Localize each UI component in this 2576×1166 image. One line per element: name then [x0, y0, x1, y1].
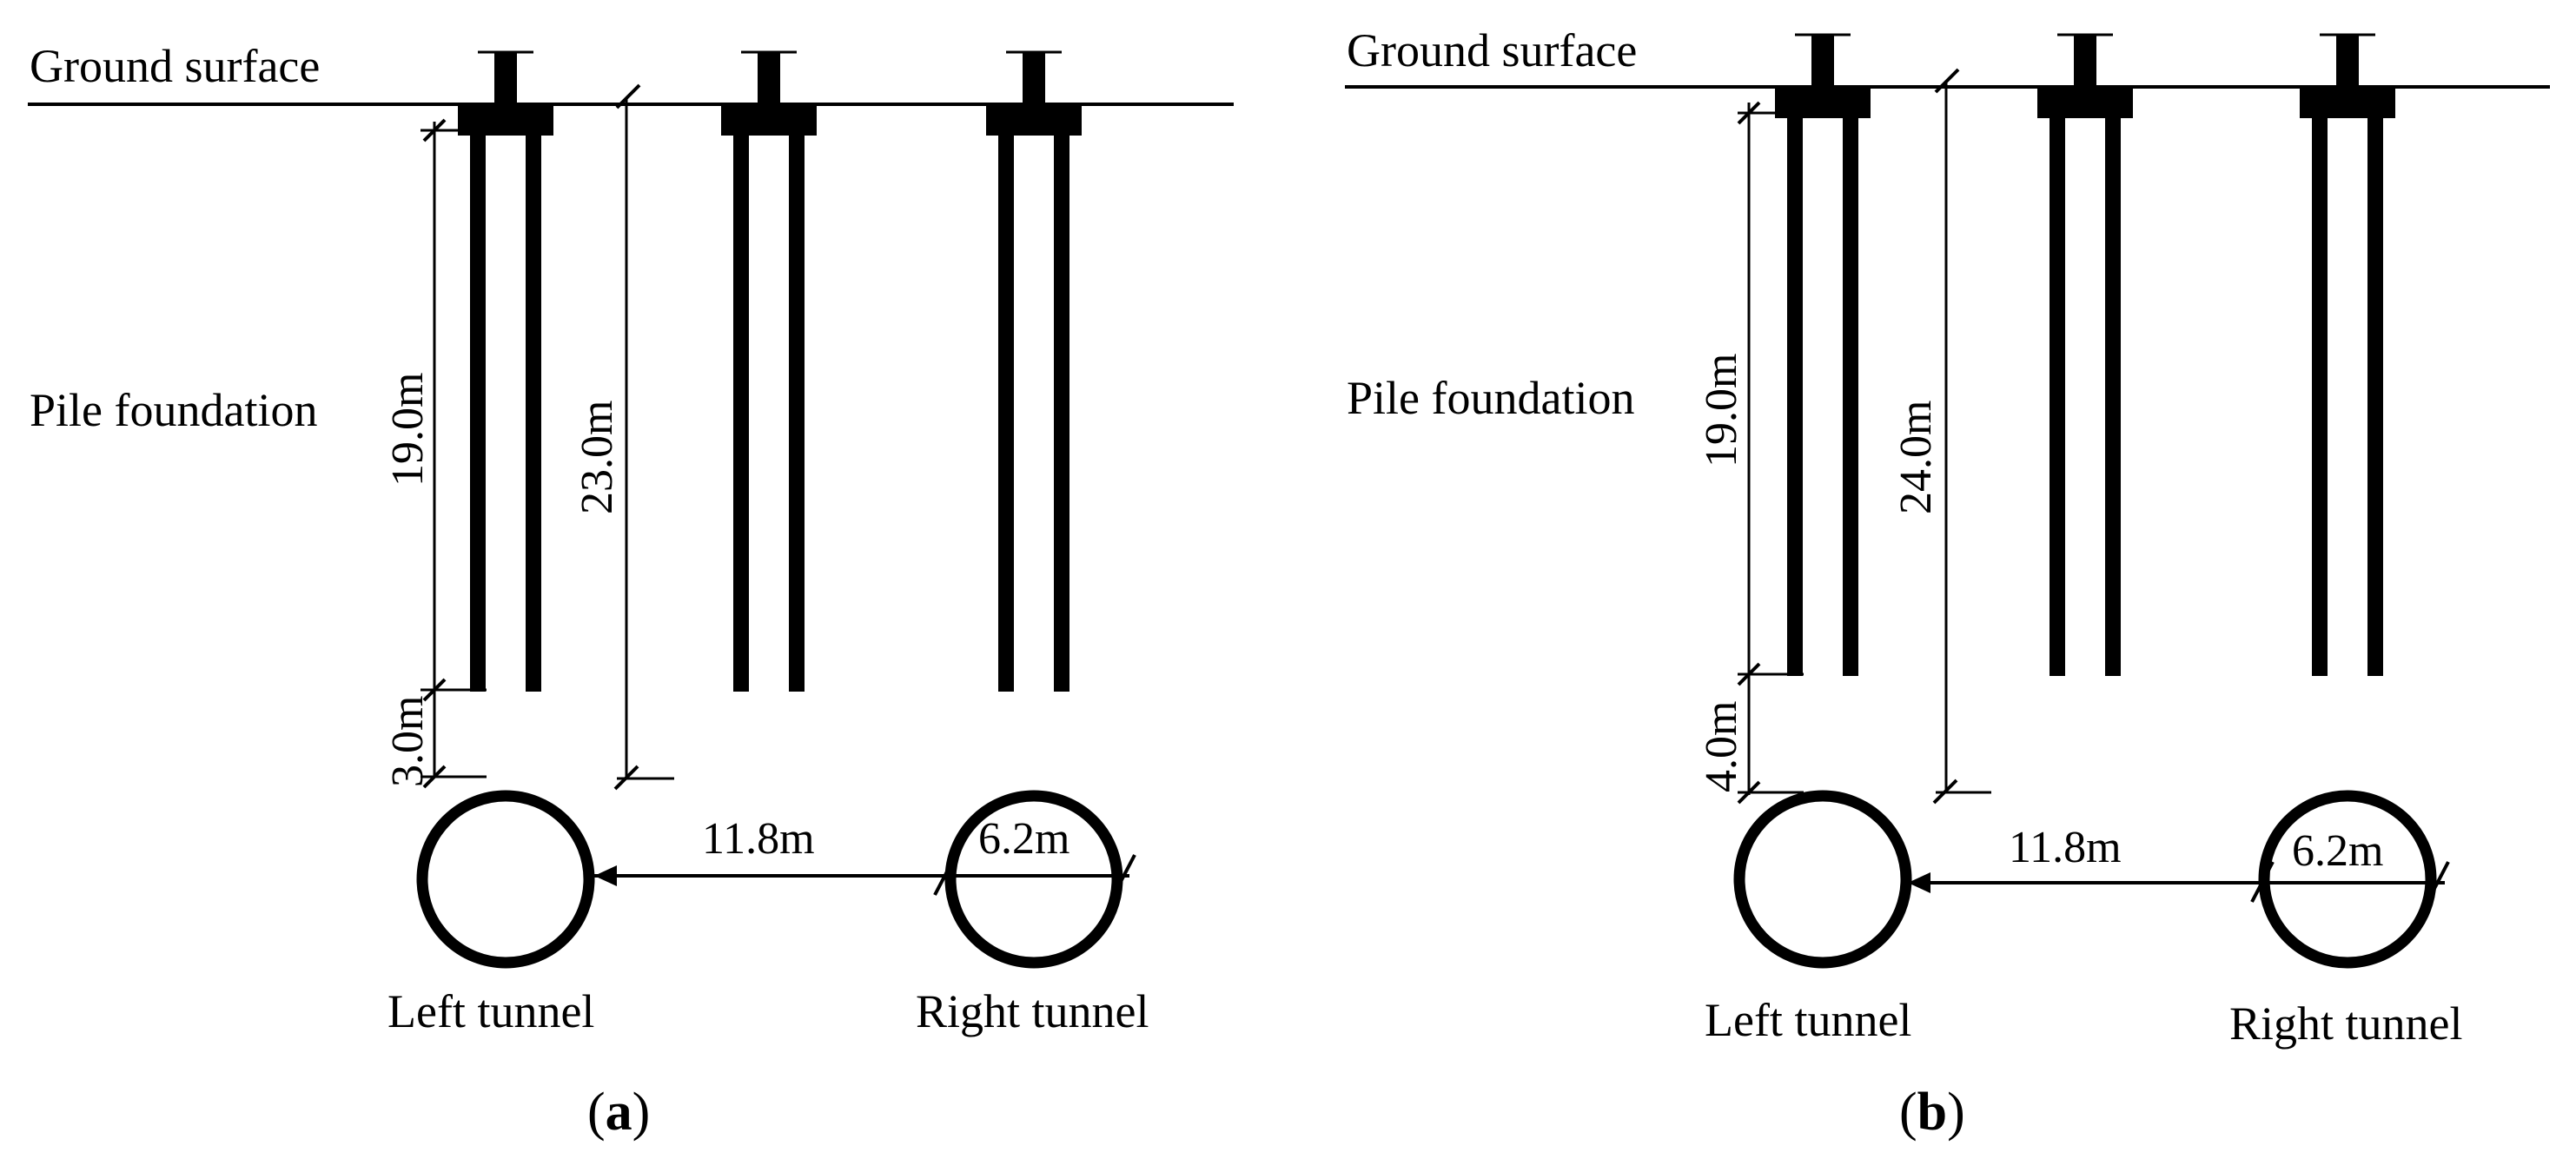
right-tunnel-label: Right tunnel: [2229, 997, 2463, 1050]
panel-b: Ground surface Pile foundation 19.0m 4.0…: [1345, 24, 2550, 1142]
pile-length-dim-text: 19.0m: [1697, 354, 1746, 467]
ground-surface-label: Ground surface: [30, 40, 320, 92]
right-tunnel: [2258, 790, 2437, 969]
pile-foundation-label: Pile foundation: [1347, 372, 1634, 424]
pile-group-2: [2036, 33, 2135, 678]
right-tunnel: [944, 790, 1123, 969]
panel-a: Ground surface Pile foundation 19.0m 3.0…: [28, 40, 1234, 1142]
pile-foundation-label: Pile foundation: [30, 384, 317, 436]
tunnel-diameter-dim-text: 6.2m: [2292, 826, 2383, 876]
pile-group-1: [1773, 33, 1872, 678]
tunnel-depth-dim-text: 24.0m: [1891, 401, 1941, 514]
tunnel-depth-dimension: 24.0m: [1891, 68, 1991, 805]
pile-tunnel-gap-dim-text: 3.0m: [383, 696, 433, 787]
pile-length-dim-text: 19.0m: [383, 373, 433, 487]
panel-caption-b: (b): [1899, 1083, 1965, 1142]
pile-length-dimension: 19.0m 4.0m: [1697, 101, 1804, 805]
tunnel-depth-dimension: 23.0m: [573, 83, 674, 791]
tunnel-spacing-dimension: 11.8m 6.2m: [1908, 823, 2450, 903]
tunnel-depth-dim-text: 23.0m: [573, 401, 622, 514]
right-tunnel-label: Right tunnel: [916, 985, 1149, 1037]
pile-group-3: [984, 50, 1083, 693]
left-tunnel-label: Left tunnel: [1705, 994, 1911, 1046]
panel-caption-a: (a): [587, 1083, 650, 1142]
ground-surface-label: Ground surface: [1347, 24, 1637, 76]
left-tunnel-label: Left tunnel: [387, 985, 594, 1037]
pile-length-dimension: 19.0m 3.0m: [383, 118, 487, 789]
tunnel-diameter-dim-text: 6.2m: [978, 814, 1069, 864]
tunnel-spacing-dim-text: 11.8m: [702, 814, 815, 864]
pile-group-3: [2298, 33, 2397, 678]
pile-group-1: [456, 50, 555, 693]
left-tunnel: [1733, 790, 1912, 969]
left-tunnel: [416, 790, 595, 969]
pile-tunnel-gap-dim-text: 4.0m: [1697, 701, 1746, 792]
tunnel-spacing-dim-text: 11.8m: [2009, 823, 2122, 872]
pile-group-2: [719, 50, 818, 693]
tunnel-spacing-dimension: 11.8m 6.2m: [594, 814, 1136, 896]
